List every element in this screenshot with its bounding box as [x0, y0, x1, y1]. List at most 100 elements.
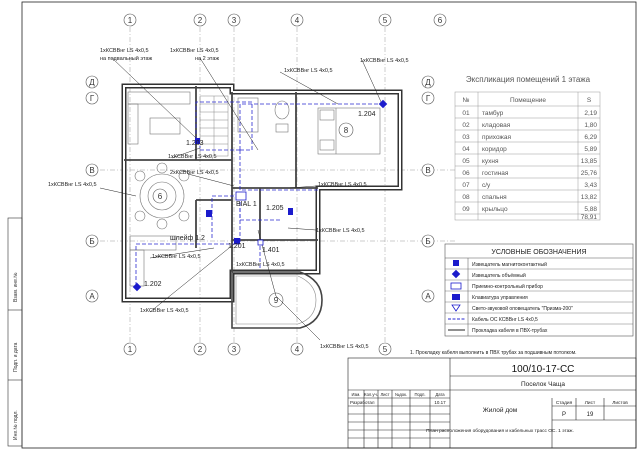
- label-cable-floor2: 1хКСВВнг LS 4х0,5: [170, 48, 219, 54]
- legend-keypad-icon: [452, 294, 460, 300]
- axis-bubbles-left: Д Г В Б А: [85, 75, 99, 303]
- svg-text:02: 02: [462, 122, 470, 129]
- detector-1203-icon: [195, 138, 200, 144]
- label-cable-bottom-left: 1хКСВВнг LS 4х0,5: [140, 308, 189, 314]
- svg-text:гостиная: гостиная: [482, 170, 509, 177]
- axis-label-5: 5: [383, 16, 388, 25]
- svg-text:03: 03: [462, 134, 470, 141]
- svg-text:07: 07: [462, 182, 470, 189]
- label-panel: BIAL 1: [236, 201, 257, 208]
- svg-text:кухня: кухня: [482, 158, 499, 165]
- svg-text:25,76: 25,76: [581, 170, 598, 177]
- interior-walls: [124, 86, 318, 272]
- side-stamp-sign: Подп. и дата: [13, 342, 19, 372]
- side-stamp: Инв.№ подл. Подп. и дата Взам. инв.№: [7, 217, 23, 447]
- svg-text:Подп.: Подп.: [414, 392, 425, 397]
- floor-plan: 6 8 9: [121, 83, 403, 329]
- svg-text:прихожая: прихожая: [482, 134, 511, 141]
- label-cable-mid-left: 1хКСВВнг LS 4х0,5: [168, 154, 217, 160]
- rooms-table: Экспликация помещений 1 этажа № Помещени…: [454, 75, 601, 221]
- legend-volume-icon: [451, 269, 461, 279]
- stage-label: Стадия: [556, 400, 573, 406]
- legend-item-2: Извещатель объёмный: [472, 272, 526, 279]
- svg-text:6,29: 6,29: [584, 134, 597, 141]
- kitchen-counter: [127, 91, 191, 145]
- legend-item-3: Приемно-контрольный прибор: [472, 283, 543, 290]
- label-cable-top: 1хКСВВнг LS 4х0,5: [284, 68, 333, 74]
- room-marker-9: [268, 292, 284, 308]
- detector-1205-icon: [288, 208, 293, 215]
- room-number-8: 8: [344, 126, 349, 135]
- plan-labels: 1хКСВВнг LS 4х0,5 на подвальный этаж 1хК…: [48, 48, 409, 350]
- label-cable-center: 1хКСВВнг LS 4х0,5: [318, 182, 367, 188]
- svg-text:Г: Г: [426, 94, 431, 103]
- axis-label-2: 2: [198, 16, 203, 25]
- legend-item-7: Прокладка кабеля в ПВХ-трубах: [472, 328, 548, 334]
- axis-bubbles-top: 1 2 3 4 5 6: [123, 13, 447, 27]
- stage-value: Р: [562, 412, 566, 418]
- sheets-label: Листов: [612, 400, 628, 406]
- svg-text:3,43: 3,43: [584, 182, 597, 189]
- legend-item-6: Кабель ОС КСВВнг LS 4х0,5: [472, 317, 538, 323]
- svg-text:кладовая: кладовая: [482, 122, 511, 129]
- legend-title: УСЛОВНЫЕ ОБОЗНАЧЕНИЯ: [491, 249, 586, 256]
- room-marker-6: [152, 188, 168, 204]
- axis-bubbles-right: Д Г В Б А: [421, 75, 435, 303]
- control-panel-icon: [235, 191, 247, 201]
- doc-object: Поселок Чаща: [521, 381, 565, 388]
- legend-item-4: Клавиатура управления: [472, 295, 528, 301]
- svg-text:Дата: Дата: [435, 392, 445, 397]
- side-stamp-inv: Инв.№ подл.: [13, 410, 19, 440]
- label-cable-basement: 1хКСВВнг LS 4х0,5: [100, 48, 149, 54]
- label-dev-1204: 1.204: [358, 111, 376, 118]
- svg-text:5,88: 5,88: [584, 206, 597, 213]
- label-dev-1202: 1.202: [144, 281, 162, 288]
- label-dev-1203: 1.203: [186, 140, 204, 147]
- svg-text:3: 3: [232, 345, 237, 354]
- label-cable-floor2-sub: на 2 этаж: [195, 56, 219, 62]
- svg-text:13,85: 13,85: [581, 158, 598, 165]
- label-cable-kitchen: 2хКСВВнг LS 4х0,5: [170, 170, 219, 176]
- svg-text:Б: Б: [425, 237, 430, 246]
- axis-label-4: 4: [295, 16, 300, 25]
- doc-code: 100/10-17-СС: [512, 364, 575, 375]
- label-shleif: шлейф 1.2: [170, 234, 205, 242]
- svg-text:крыльцо: крыльцо: [482, 206, 508, 213]
- detector-1202-icon: [132, 282, 142, 292]
- table-header-room: Помещение: [510, 97, 546, 104]
- label-dev-1201: 1.201: [228, 243, 246, 250]
- sheet-value: 19: [587, 412, 594, 418]
- doc-building: Жилой дом: [483, 406, 518, 414]
- svg-text:05: 05: [462, 158, 470, 165]
- svg-text:спальня: спальня: [482, 194, 507, 201]
- axis-label-d: Д: [89, 78, 95, 87]
- label-cable-bottom-right: 1хКСВВнг LS 4х0,5: [236, 262, 285, 268]
- svg-text:04: 04: [462, 146, 470, 153]
- axis-label-g: Г: [90, 94, 95, 103]
- axis-label-a: А: [89, 292, 95, 301]
- svg-text:09: 09: [462, 206, 470, 213]
- label-cable-basement-sub: на подвальный этаж: [100, 55, 153, 62]
- siren-icon: [206, 210, 212, 217]
- bedroom-bed: [317, 107, 381, 155]
- legend-item-1: Извещатель магнитоконтактный: [472, 261, 547, 268]
- label-cable-east: 1хКСВВнг LS 4х0,5: [316, 228, 365, 234]
- side-stamp-replace: Взам. инв.№: [13, 272, 19, 302]
- room-marker-8: [338, 122, 354, 138]
- svg-text:1: 1: [128, 345, 133, 354]
- svg-text:06: 06: [462, 170, 470, 177]
- axis-label-1: 1: [128, 16, 133, 25]
- svg-text:Изм.: Изм.: [352, 392, 361, 397]
- axis-label-b: Б: [89, 237, 94, 246]
- svg-text:А: А: [425, 292, 431, 301]
- doc-date: 10.17: [434, 400, 446, 405]
- sheet-label: Лист: [585, 400, 596, 406]
- svg-text:В: В: [425, 166, 430, 175]
- dining-table: [134, 162, 190, 230]
- svg-text:Кол.уч.: Кол.уч.: [364, 392, 378, 397]
- stair: [199, 95, 229, 157]
- svg-text:1,80: 1,80: [584, 122, 597, 129]
- svg-text:тамбур: тамбур: [482, 109, 504, 117]
- legend-siren-icon: [451, 304, 461, 312]
